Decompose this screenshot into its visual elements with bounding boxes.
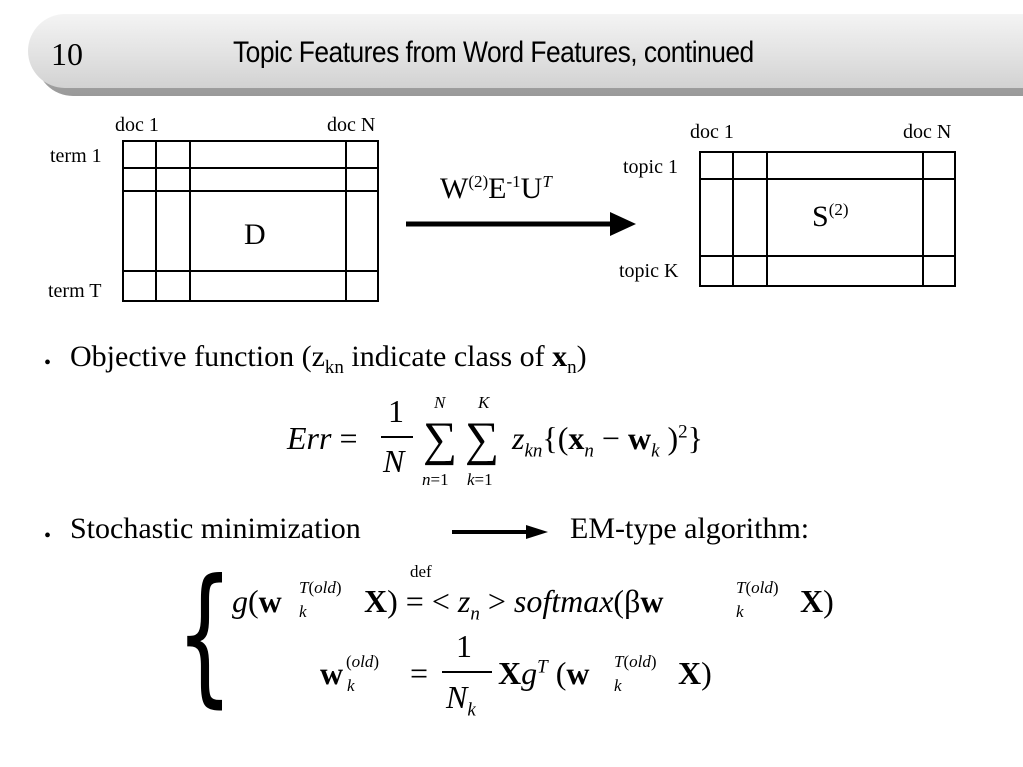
bullet-em-type: EM-type algorithm:	[570, 512, 810, 545]
matrix-s-name: S(2)	[812, 200, 849, 233]
matrix-d-col-first: doc 1	[115, 114, 159, 136]
matrix-s-row-last: topic K	[619, 260, 679, 282]
system-brace: {	[176, 548, 234, 722]
transform-arrow	[406, 212, 636, 236]
matrix-d-name: D	[244, 218, 266, 251]
matrix-s-col-first: doc 1	[690, 121, 734, 143]
em-arrow	[452, 525, 548, 539]
title-banner	[28, 14, 1023, 88]
transform-label: W(2)E-1UT	[440, 172, 552, 205]
bullet-marker-2: •	[44, 525, 52, 547]
bullet-marker-1: •	[44, 352, 52, 374]
matrix-s-col-last: doc N	[903, 121, 952, 143]
def-label: def	[410, 562, 432, 581]
matrix-s-row-first: topic 1	[623, 156, 678, 178]
matrix-s-grid	[699, 151, 956, 287]
matrix-d-grid	[122, 140, 379, 302]
slide-title: Topic Features from Word Features, conti…	[233, 36, 754, 69]
matrix-d-col-last: doc N	[327, 114, 376, 136]
slide-number: 10	[51, 36, 83, 72]
matrix-d-row-last: term T	[48, 280, 102, 302]
bullet-stochastic: Stochastic minimization	[70, 512, 361, 545]
matrix-d-row-first: term 1	[50, 145, 102, 167]
bullet-objective: Objective function (zkn indicate class o…	[70, 340, 587, 378]
